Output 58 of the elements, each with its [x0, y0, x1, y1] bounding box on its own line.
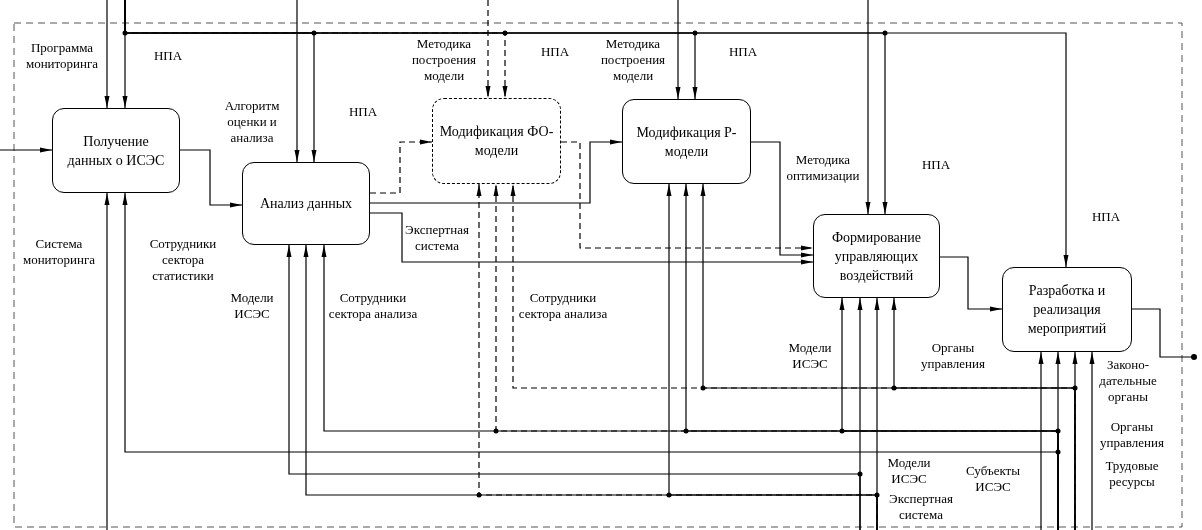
box-title: Формирование управляющих воздействий — [830, 228, 922, 285]
arrow — [1038, 351, 1044, 530]
arrow — [369, 212, 814, 265]
edge-label: Субъекты ИСЭС — [965, 463, 1021, 495]
arrow — [294, 0, 300, 163]
arrow — [865, 0, 871, 215]
arrow — [560, 141, 814, 251]
edge-label: Органы управления — [920, 340, 986, 372]
process-box — [242, 162, 370, 245]
edge-label: Алгоритм оценки и анализа — [223, 98, 281, 146]
edge-label: НПА — [152, 48, 184, 64]
arrow — [857, 297, 863, 530]
arrow — [485, 0, 491, 99]
box-title: Модификация Р-модели — [635, 123, 738, 161]
edge-label: Экспертная система — [404, 222, 470, 254]
edge-label: НПА — [920, 157, 952, 173]
arrow — [675, 0, 681, 100]
box-title: Разработка и реализация мероприятий — [1026, 282, 1108, 338]
arrow — [0, 147, 53, 153]
edge-label: Экспертная система — [888, 491, 954, 523]
edge-label: НПА — [727, 44, 759, 60]
edge-label: Сотрудники сектора анализа — [518, 290, 608, 322]
arrow — [874, 297, 880, 530]
arrow — [104, 192, 110, 530]
edge-label: Программа мониторинга — [24, 40, 100, 72]
box-title: Получение данных о ИСЭС — [66, 132, 166, 170]
arrow — [104, 0, 110, 109]
process-box — [1002, 267, 1132, 352]
edge-label: Методика построения модели — [410, 36, 478, 84]
arrow — [369, 139, 433, 194]
edge-label: Модели ИСЭС — [787, 340, 833, 372]
arrow — [1072, 351, 1078, 530]
edge-label: Законо-дательные органы — [1098, 357, 1158, 405]
edge-label: Методика построения модели — [599, 36, 667, 84]
arrow — [124, 0, 1069, 268]
process-box — [432, 98, 561, 184]
edge-label: Сотрудники сектора анализа — [328, 290, 418, 322]
edge-label: Сотрудники сектора статистики — [148, 236, 218, 284]
arrow — [939, 256, 1003, 312]
arrow — [1055, 351, 1061, 530]
arrow — [369, 139, 623, 204]
edge-label: Модели ИСЭС — [229, 290, 275, 322]
box-title: Модификация ФО-модели — [439, 123, 554, 160]
mechanism-label: Модели ИСЭС — [886, 455, 932, 487]
arrow — [1089, 351, 1095, 530]
edge-label: Методика оптимизации — [785, 152, 861, 184]
box-title: Анализ данных — [258, 195, 354, 213]
mechanism-label: Трудовые ресурсы — [1104, 458, 1160, 490]
process-box — [52, 108, 180, 193]
arrow — [750, 141, 814, 258]
edge-label: НПА — [1090, 209, 1122, 225]
edge-label: НПА — [539, 44, 571, 60]
edge-label: НПА — [347, 104, 379, 120]
process-box — [813, 214, 940, 298]
mechanism-label: Органы управления — [1099, 419, 1165, 451]
process-box — [622, 99, 751, 184]
arrow — [179, 149, 243, 208]
edge-label: Система мониторинга — [21, 236, 97, 268]
